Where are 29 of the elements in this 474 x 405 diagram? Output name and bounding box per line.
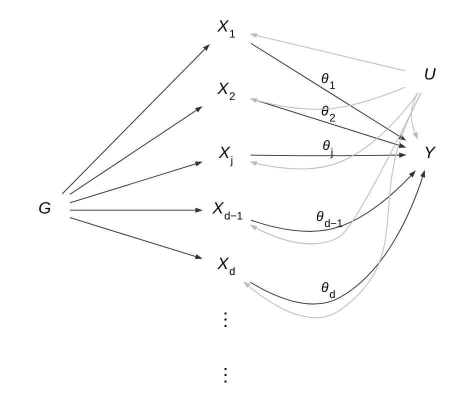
arrow xyxy=(249,92,421,244)
node-text: Y xyxy=(423,144,434,162)
arrow xyxy=(249,170,425,304)
arrow xyxy=(410,92,418,140)
edge-label: θ$_{j}$ xyxy=(322,138,333,160)
node-text: X$_{j}$ xyxy=(218,144,233,167)
arrow xyxy=(242,92,421,318)
arrow xyxy=(68,161,202,204)
arrow xyxy=(68,208,202,213)
edge-label: θ$_{d−1}$ xyxy=(316,209,342,230)
node-text: X$_{1}$ xyxy=(216,17,235,40)
edge-label: θ$_{1}$ xyxy=(320,70,335,92)
arrow xyxy=(250,152,406,158)
arrow xyxy=(249,86,405,110)
edge-label: θ$_{2}$ xyxy=(320,104,335,125)
node-text: U xyxy=(423,66,436,84)
arrow xyxy=(68,217,202,259)
node-text: X$_{d}$ xyxy=(216,254,235,278)
arrow xyxy=(250,170,416,232)
arrow xyxy=(249,32,405,72)
node-text: X$_{d−1}$ xyxy=(212,199,242,222)
node-text: X$_{2}$ xyxy=(216,80,235,104)
node-text: G xyxy=(38,199,51,218)
arrow xyxy=(249,92,418,170)
arrow xyxy=(61,44,210,194)
edge-label: θ$_{d}$ xyxy=(320,280,335,302)
arrow xyxy=(68,106,202,195)
label: ⋮ xyxy=(216,365,234,386)
label: ⋮ xyxy=(216,310,234,330)
